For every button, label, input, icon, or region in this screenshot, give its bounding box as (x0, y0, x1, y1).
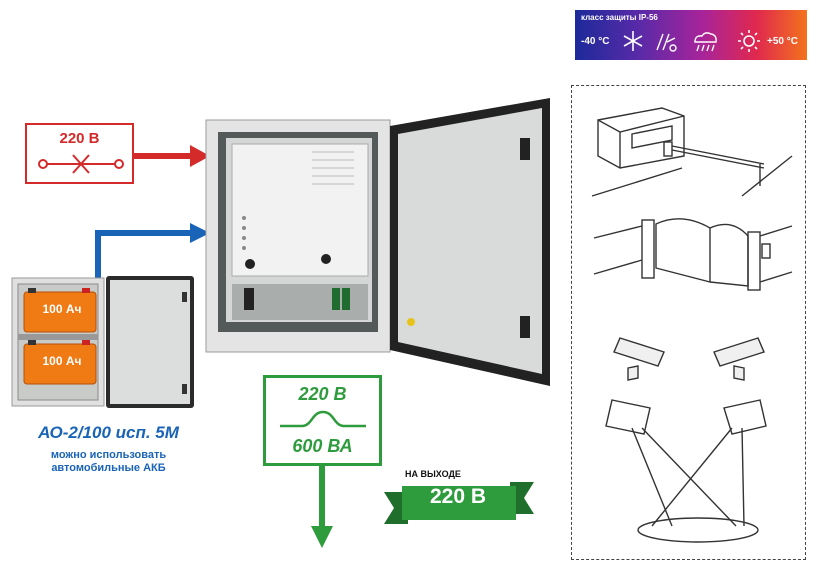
scenes-illustrations (591, 107, 793, 543)
battery-note: можно использовать автомобильные АКБ (6, 449, 211, 475)
battery-2-label: 100 Ач (42, 354, 82, 368)
battery-1-label: 100 Ач (42, 302, 82, 316)
temp-min-label: -40 °C (581, 36, 610, 47)
input-red-arrow (134, 145, 210, 167)
input-voltage-label: 220 В (59, 130, 100, 147)
output-ribbon-caption: НА ВЫХОДЕ (405, 469, 461, 479)
battery-cabinet (11, 276, 194, 408)
output-ribbon (384, 482, 534, 524)
temp-max-label: +50 °C (767, 36, 798, 47)
cctv-cameras-scene (613, 337, 765, 381)
floodlights-scene (605, 399, 767, 543)
model-label: АО-2/100 исп. 5М (38, 423, 179, 442)
input-power-box: 220 В (25, 123, 134, 184)
output-power: 600 ВА (292, 436, 353, 456)
application-scenes-panel (571, 85, 806, 560)
sine-wave-icon (280, 410, 366, 428)
output-voltage: 220 В (298, 384, 347, 404)
battery-note-line1: можно использовать (50, 449, 167, 461)
frost-icon (656, 33, 677, 52)
rain-cloud-icon (694, 32, 717, 52)
output-ribbon-value: 220 В (429, 485, 487, 508)
output-green-arrow (311, 466, 333, 548)
ip-protection-banner: класс защиты IP-56 -40 °C +50 °C (575, 10, 807, 60)
ip-class-label: класс защиты IP-56 (581, 13, 658, 22)
battery-note-line2: автомобильные АКБ (51, 462, 166, 474)
main-power-cabinet (205, 98, 550, 386)
sun-icon (738, 30, 760, 52)
battery-blue-arrow (95, 223, 210, 281)
barrier-gate-scene (591, 107, 793, 197)
sliding-gate-scene (593, 218, 793, 291)
switch-symbol-icon (38, 154, 124, 174)
output-spec-box: 220 В 600 ВА (263, 375, 382, 466)
snowflake-icon (623, 31, 643, 51)
